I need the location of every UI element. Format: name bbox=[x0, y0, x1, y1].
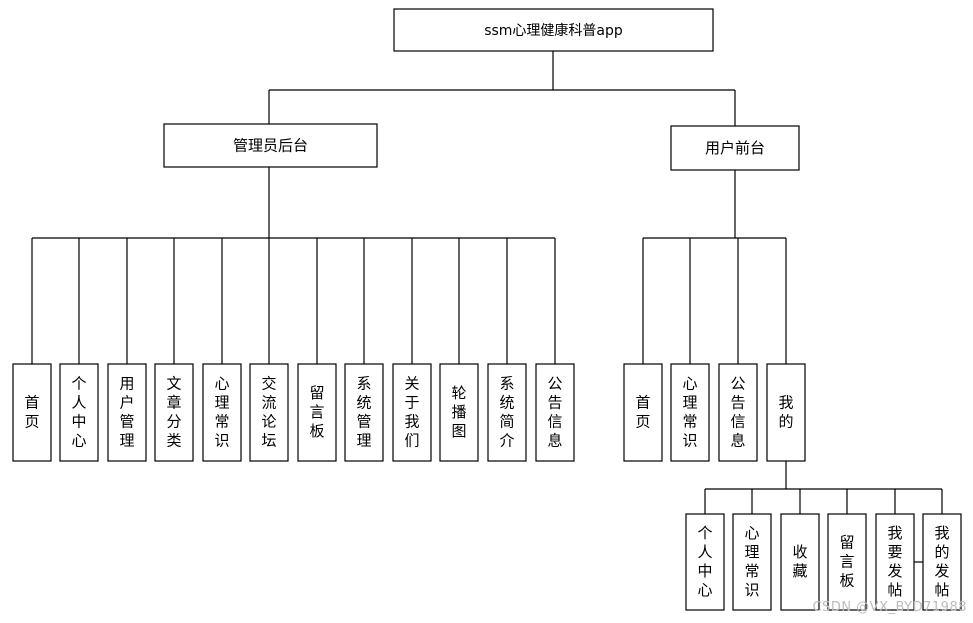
admin-item-0-frame bbox=[12, 363, 52, 462]
mine-item-0-frame bbox=[685, 513, 725, 611]
admin-item-3: 文章分类 bbox=[154, 363, 194, 462]
mine-item-2-frame bbox=[780, 513, 820, 611]
user-item-0: 首页 bbox=[623, 363, 663, 462]
admin-item-10: 系统简介 bbox=[487, 363, 527, 462]
admin-item-6: 留言板 bbox=[297, 363, 337, 462]
mine-item-5-frame bbox=[922, 513, 962, 611]
admin-item-0: 首页 bbox=[12, 363, 52, 462]
admin-item-8-label: 关于我们 bbox=[404, 375, 419, 450]
mine-item-5-label: 我的发帖 bbox=[934, 524, 949, 599]
admin-item-3-label: 文章分类 bbox=[166, 375, 181, 450]
mine-item-1: 心理常识 bbox=[732, 513, 772, 611]
admin-item-11-frame bbox=[535, 363, 575, 462]
mine-item-5: 我的发帖 bbox=[922, 513, 962, 611]
admin-box-label: 管理员后台 bbox=[233, 137, 308, 155]
mine-item-4-frame bbox=[875, 513, 915, 611]
mine-item-3-frame bbox=[827, 513, 867, 611]
user-item-3-label: 我的 bbox=[778, 394, 793, 431]
admin-item-5-frame bbox=[249, 363, 289, 462]
user-item-2: 公告信息 bbox=[718, 363, 758, 462]
admin-item-10-label: 系统简介 bbox=[499, 375, 514, 450]
admin-box-frame bbox=[163, 123, 378, 168]
admin-item-1: 个人中心 bbox=[59, 363, 99, 462]
admin-item-6-frame bbox=[297, 363, 337, 462]
admin-item-2: 用户管理 bbox=[107, 363, 147, 462]
user-box-label: 用户前台 bbox=[705, 139, 765, 157]
admin-item-9-label: 轮播图 bbox=[451, 384, 466, 440]
admin-item-1-label: 个人中心 bbox=[71, 375, 86, 450]
admin-item-11: 公告信息 bbox=[535, 363, 575, 462]
mine-item-4-label: 我要发帖 bbox=[887, 524, 902, 599]
user-item-0-label: 首页 bbox=[635, 394, 650, 431]
user-item-1-frame bbox=[670, 363, 710, 462]
admin-item-8-frame bbox=[392, 363, 432, 462]
mine-item-0-label: 个人中心 bbox=[697, 524, 712, 599]
connector-lines bbox=[31, 51, 943, 563]
user-item-1-label: 心理常识 bbox=[682, 375, 697, 450]
admin-item-10-frame bbox=[487, 363, 527, 462]
admin-item-2-label: 用户管理 bbox=[119, 375, 134, 450]
admin-item-7-frame bbox=[344, 363, 384, 462]
admin-item-4-frame bbox=[202, 363, 242, 462]
mine-item-0: 个人中心 bbox=[685, 513, 725, 611]
admin-item-9: 轮播图 bbox=[439, 363, 479, 462]
admin-item-4-label: 心理常识 bbox=[214, 375, 229, 450]
root-box: ssm心理健康科普app bbox=[393, 8, 714, 52]
user-item-3-frame bbox=[766, 363, 806, 462]
watermark: CSDN @VX_BYD71988 bbox=[812, 600, 967, 615]
user-box-frame bbox=[670, 125, 800, 171]
user-item-3: 我的 bbox=[766, 363, 806, 462]
user-item-2-label: 公告信息 bbox=[730, 375, 745, 450]
admin-item-9-frame bbox=[439, 363, 479, 462]
diagram-boxes: ssm心理健康科普app管理员后台用户前台首页个人中心用户管理文章分类心理常识交… bbox=[12, 8, 962, 611]
admin-box: 管理员后台 bbox=[163, 123, 378, 168]
root-box-label: ssm心理健康科普app bbox=[484, 22, 623, 39]
admin-item-6-label: 留言板 bbox=[309, 384, 324, 440]
mine-item-4: 我要发帖 bbox=[875, 513, 915, 611]
user-item-2-frame bbox=[718, 363, 758, 462]
admin-item-0-label: 首页 bbox=[24, 394, 39, 431]
admin-item-7: 系统管理 bbox=[344, 363, 384, 462]
admin-item-11-label: 公告信息 bbox=[547, 375, 562, 450]
mine-item-2: 收藏 bbox=[780, 513, 820, 611]
user-box: 用户前台 bbox=[670, 125, 800, 171]
admin-item-5-label: 交流论坛 bbox=[261, 375, 276, 450]
admin-item-3-frame bbox=[154, 363, 194, 462]
admin-item-5: 交流论坛 bbox=[249, 363, 289, 462]
mine-item-1-label: 心理常识 bbox=[744, 524, 759, 599]
admin-item-7-label: 系统管理 bbox=[356, 375, 371, 450]
user-item-1: 心理常识 bbox=[670, 363, 710, 462]
user-item-0-frame bbox=[623, 363, 663, 462]
mine-item-3: 留言板 bbox=[827, 513, 867, 611]
admin-item-1-frame bbox=[59, 363, 99, 462]
mine-item-2-label: 收藏 bbox=[792, 543, 807, 580]
root-box-frame bbox=[393, 8, 714, 52]
admin-item-8: 关于我们 bbox=[392, 363, 432, 462]
mine-item-1-frame bbox=[732, 513, 772, 611]
mine-item-3-label: 留言板 bbox=[839, 534, 854, 590]
admin-item-2-frame bbox=[107, 363, 147, 462]
admin-item-4: 心理常识 bbox=[202, 363, 242, 462]
